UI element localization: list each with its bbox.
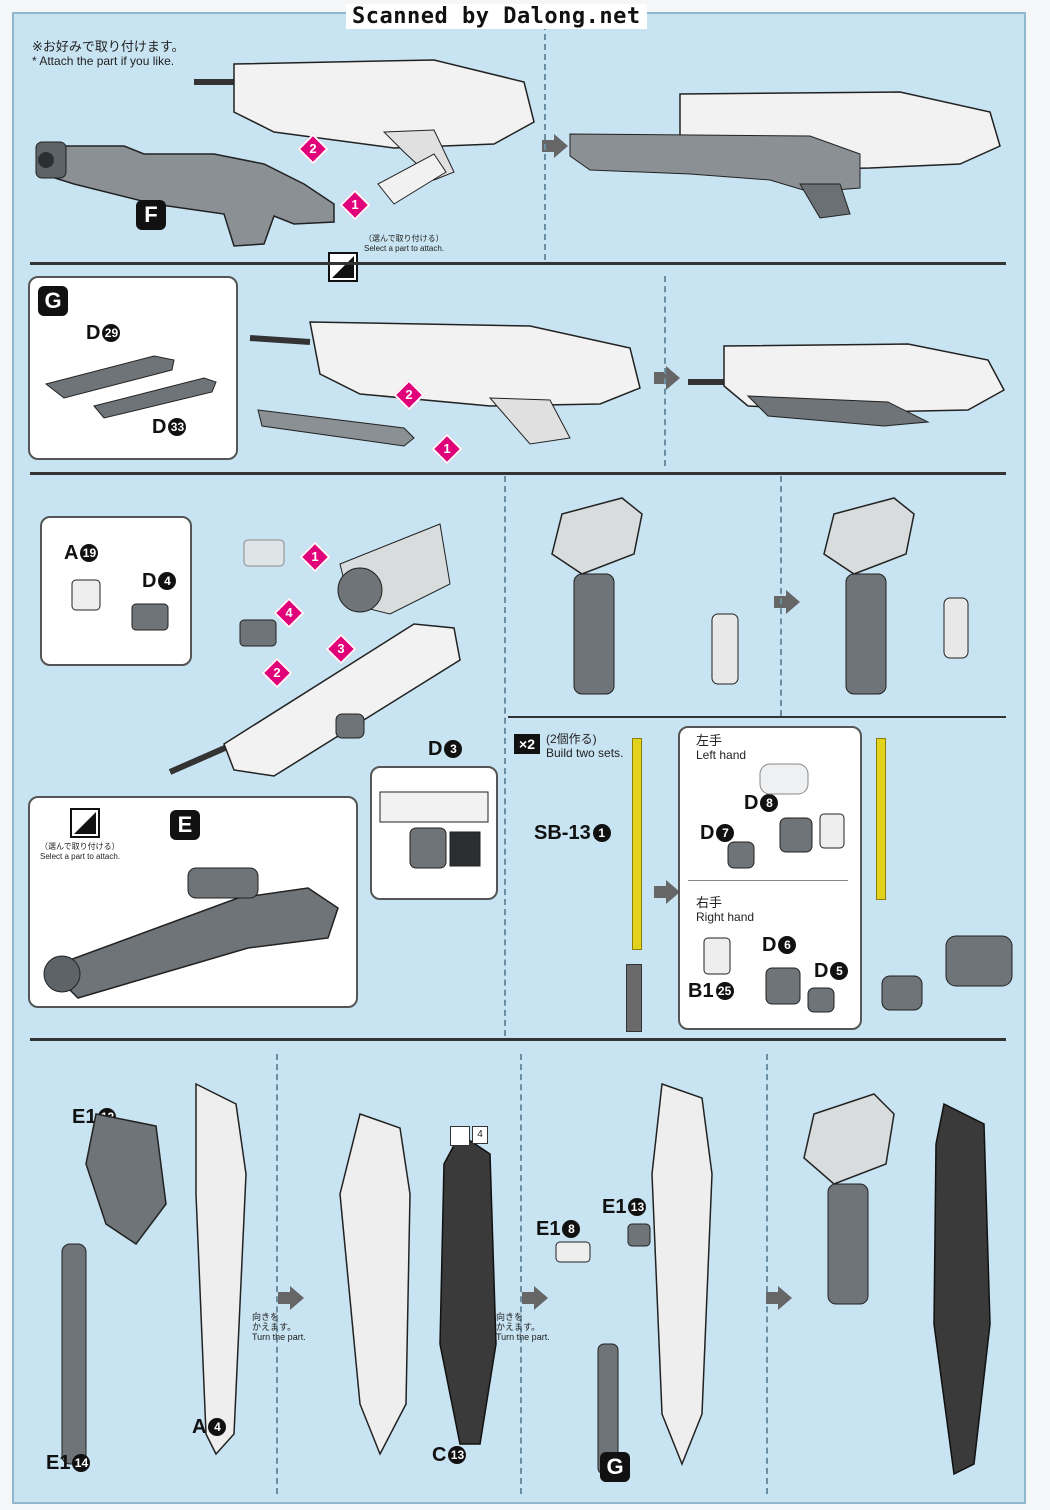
right-hand-parts	[703, 937, 835, 1013]
arm-assembly-2	[823, 497, 969, 695]
choice-icon-e	[70, 808, 100, 838]
dashed-divider-7	[766, 1054, 768, 1494]
left-hand-parts	[727, 763, 845, 869]
sheet-f-badge: F	[136, 200, 166, 230]
turn-caption-1: 向きを かえます。 Turn the part.	[252, 1312, 306, 1342]
arm-assembly-1	[551, 497, 739, 695]
hand-box-divider	[688, 880, 848, 881]
shield-stage-2	[339, 1113, 497, 1456]
seal-number: 4	[472, 1126, 488, 1144]
hand-with-saber	[881, 935, 1013, 1011]
rifle-bottom-rail	[257, 409, 415, 447]
beam-saber-blade	[632, 738, 642, 950]
rifle-completed-g	[688, 343, 1006, 427]
part-d29-shape	[44, 355, 217, 419]
next-arrow-5	[278, 1286, 304, 1310]
section-divider-1	[30, 262, 1006, 265]
dashed-divider-4	[780, 476, 782, 716]
rifle-angled-body	[168, 623, 461, 777]
section-divider-3	[508, 716, 1006, 718]
section-divider-2	[30, 472, 1006, 475]
detail-box-grip	[370, 766, 498, 900]
section-divider-4	[30, 1038, 1006, 1041]
turn-caption-2: 向きを かえます。 Turn the part.	[496, 1312, 550, 1342]
optional-note: ※お好みで取り付けます。 * Attach the part if you li…	[32, 39, 185, 69]
sheet-g-badge: G	[38, 286, 68, 316]
scan-watermark: Scanned by Dalong.net	[346, 4, 647, 29]
right-hand-caption: 右手 Right hand	[696, 895, 755, 925]
build-two-caption: (2個作る) Build two sets.	[546, 732, 624, 760]
left-hand-caption: 左手 Left hand	[696, 733, 747, 763]
sheet-g-badge-2: G	[600, 1452, 630, 1482]
instruction-page: ※お好みで取り付けます。 * Attach the part if you li…	[12, 12, 1026, 1504]
dashed-divider-2	[664, 276, 666, 466]
shoulder-joint-part	[239, 523, 451, 647]
next-arrow-1	[542, 134, 568, 158]
bazooka-e-shape	[43, 867, 339, 999]
choice-caption-e: （選んで取り付ける） Select a part to attach.	[40, 842, 121, 861]
next-arrow-7	[766, 1286, 792, 1310]
part-d3-hand	[335, 713, 365, 739]
dashed-divider-3	[504, 476, 506, 1036]
part-a19-d4-shape	[71, 579, 169, 631]
dashed-divider-5	[276, 1054, 278, 1494]
step-1-marker: 1	[339, 189, 371, 221]
shield-stage-1	[61, 1082, 247, 1465]
dashed-divider-1	[544, 14, 546, 260]
next-arrow-2	[654, 366, 680, 390]
next-arrow-6	[522, 1286, 548, 1310]
beam-saber-hilt	[626, 964, 642, 1032]
rifle-front-assembly	[35, 141, 335, 247]
beam-saber-blade-2	[876, 738, 886, 900]
detail-box-e: （選んで取り付ける） Select a part to attach. E	[28, 796, 358, 1008]
dashed-divider-6	[520, 1054, 522, 1494]
shield-stage-3	[555, 1082, 713, 1475]
sheet-e-badge: E	[170, 810, 200, 840]
rifle-grip-part	[377, 153, 447, 205]
next-arrow-3	[774, 590, 800, 614]
optional-note-jp: ※お好みで取り付けます。	[32, 39, 185, 54]
choice-icon-top	[328, 252, 358, 282]
rifle-completed-f	[569, 91, 1001, 219]
arm-with-shield-final	[803, 1093, 991, 1476]
rifle-main-body	[194, 59, 535, 181]
next-arrow-4	[654, 880, 680, 904]
build-two-badge: ×2	[514, 734, 540, 754]
optional-note-en: * Attach the part if you like.	[32, 54, 175, 68]
choice-caption-top: （選んで取り付ける） Select a part to attach.	[364, 234, 445, 253]
grip-closeup	[379, 791, 489, 869]
seal-icon	[450, 1126, 470, 1146]
rifle-main-body-2	[249, 321, 641, 445]
